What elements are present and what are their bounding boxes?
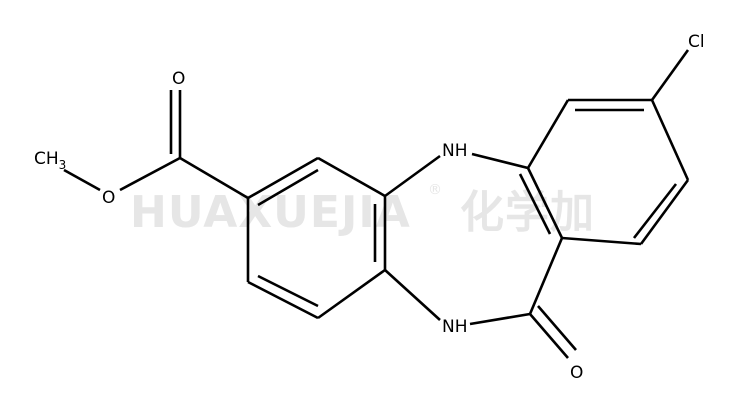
bond-nh-top-left [384, 154, 441, 198]
watermark-registered-mark: ® [428, 182, 442, 198]
watermark-cjk-text: 化学加 [460, 187, 595, 238]
atom-ester-carbonyl-oxygen: O [172, 69, 185, 89]
bond-ring-right [639, 179, 690, 245]
atom-nh-bottom: NH [442, 317, 468, 337]
watermark-text: HUAXUEJIA [130, 187, 411, 238]
bond-ring-right-inner [518, 173, 552, 235]
atom-methyl-main: CH [34, 149, 59, 169]
bond-ester-oxygen [119, 156, 181, 192]
watermark: HUAXUEJIA ® 化学加 [130, 182, 595, 238]
bond-c-cl [650, 49, 690, 101]
bond-nh-bottom-right [469, 312, 531, 326]
atom-labels: Cl NH NH O O O CH3 [34, 32, 705, 383]
bond-ring-left-inner [257, 274, 319, 308]
bond-carbonyl-double [529, 313, 569, 359]
bond-ring-left [317, 268, 386, 320]
bond-ring-ester [179, 156, 249, 200]
atom-methyl: CH3 [34, 149, 66, 172]
bonds [63, 49, 690, 359]
bond-nh-bottom-left [384, 269, 441, 321]
bond-ring-left [317, 156, 386, 198]
bond-carbonyl-double-inner [537, 305, 577, 351]
bond-ring-left [247, 280, 319, 320]
bond-ring-left-inner [257, 168, 319, 207]
bond-ring-right [561, 236, 642, 246]
atom-methyl-subscript: 3 [59, 158, 67, 172]
atom-carbonyl-oxygen: O [570, 363, 583, 383]
bond-nh-top-right [471, 152, 529, 170]
bond-ring-right [526, 167, 564, 239]
atom-ester-oxygen: O [102, 188, 115, 208]
bond-ring-right-inner [632, 183, 678, 239]
bond-ring-right [650, 99, 690, 181]
atom-chlorine: Cl [688, 32, 705, 52]
bond-ring-right [526, 99, 570, 169]
bond-ring-left [247, 156, 319, 200]
bond-oxygen-methyl [63, 168, 101, 192]
bond-c-carbonyl [528, 237, 564, 315]
atom-nh-top: NH [442, 141, 468, 161]
